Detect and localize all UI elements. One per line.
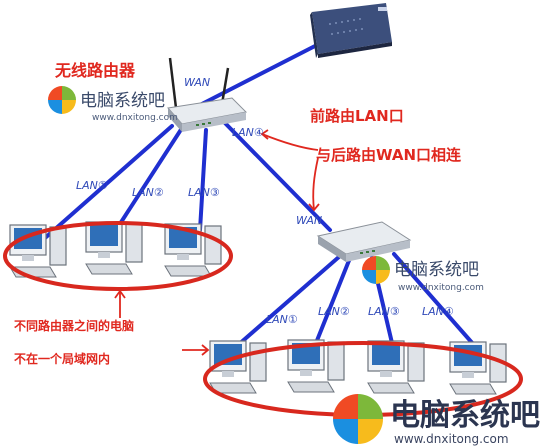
windows-logo-icon-2	[362, 256, 390, 284]
watermark-url-2: www.dnxitong.com	[398, 283, 484, 293]
cable-router1-pc3	[198, 128, 208, 232]
watermark-mid-right: 电脑系统吧 www.dnxitong.com	[362, 256, 484, 293]
cable-router2-pc7	[392, 252, 476, 347]
cable-router1-router2	[222, 120, 332, 232]
watermark-name-2: 电脑系统吧	[394, 260, 479, 280]
computer-icon-bottom-1	[209, 340, 267, 394]
wan-label-router2: WAN	[296, 214, 322, 227]
windows-logo-icon-3	[333, 394, 383, 444]
computer-icon-bottom-3	[367, 340, 425, 394]
arrow-curve-to-router1-lan	[261, 133, 319, 151]
lan-label-top-2: LAN②	[132, 186, 164, 199]
computer-icon-top-2	[85, 221, 143, 275]
lan-label-top-3: LAN③	[188, 186, 220, 199]
watermark-name: 电脑系统吧	[80, 91, 165, 111]
modem-icon	[310, 3, 392, 58]
cable-router2-pc5	[314, 256, 352, 345]
watermark-top-left: 电脑系统吧 www.dnxitong.com	[48, 86, 178, 123]
cable-router1-pc2	[114, 126, 184, 232]
note-left-line1: 不同路由器之间的电脑	[14, 318, 134, 333]
watermark-name-3: 电脑系统吧	[390, 398, 540, 433]
wireless-router-icon	[167, 57, 248, 132]
wireless-router-icon-2	[316, 221, 412, 262]
watermark-url-3: www.dnxitong.com	[394, 432, 509, 446]
lan-group-ellipse-top	[3, 221, 233, 291]
wireless-router-label: 无线路由器	[54, 61, 136, 80]
cable-modem-router1	[196, 44, 317, 108]
cables	[43, 44, 476, 347]
wan-label-router1: WAN	[184, 76, 210, 89]
lan-label-top-1: LAN①	[76, 179, 108, 192]
watermark-bottom-right: 电脑系统吧 www.dnxitong.com	[333, 394, 540, 446]
lan-label-bottom-3: LAN③	[368, 305, 400, 318]
arrow-curve-to-router2-wan	[312, 157, 319, 211]
lan-label-bottom-1: LAN①	[266, 313, 298, 326]
lan-label-bottom-2: LAN②	[318, 305, 350, 318]
note-back-router: 与后路由WAN口相连	[316, 146, 462, 164]
cable-router2-pc4	[236, 254, 342, 347]
cable-router1-pc1	[43, 124, 174, 240]
note-front-router: 前路由LAN口	[310, 107, 404, 125]
windows-logo-icon	[48, 86, 76, 114]
note-left-line2: 不在一个局域网内	[14, 351, 110, 366]
lan4-label-router1: LAN④	[232, 126, 264, 139]
lan-label-bottom-4: LAN④	[422, 305, 454, 318]
watermark-url: www.dnxitong.com	[92, 113, 178, 123]
